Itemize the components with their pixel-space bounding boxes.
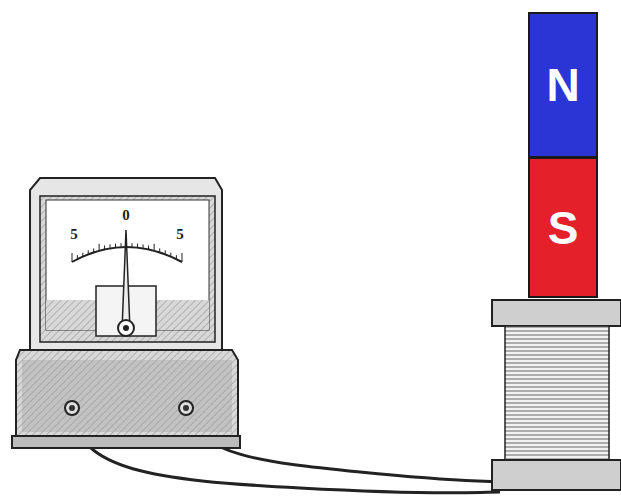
scale-tick	[82, 253, 83, 257]
magnet-pole: S	[528, 157, 598, 298]
scale-tick	[88, 250, 89, 254]
scale-tick	[115, 244, 116, 248]
scale-tick	[132, 243, 133, 247]
scale-tick	[99, 244, 100, 251]
scale-tick	[72, 253, 73, 262]
scale-number: 0	[121, 207, 131, 224]
galvanometer	[12, 178, 240, 448]
scale-tick	[110, 244, 111, 248]
scale-tick	[143, 244, 144, 248]
scale-number: 5	[175, 226, 185, 243]
pole-letter: N	[546, 58, 579, 112]
coil	[492, 300, 621, 490]
scale-tick	[170, 253, 171, 257]
scale-tick	[148, 245, 149, 249]
magnet-pole: N	[528, 12, 598, 158]
scale-tick	[159, 248, 160, 252]
scale-tick	[77, 255, 78, 259]
pole-letter: S	[548, 201, 579, 255]
scale-number: 5	[69, 226, 79, 243]
scale-tick	[154, 244, 155, 251]
scale-tick	[165, 250, 166, 254]
scale-tick	[104, 245, 105, 249]
scale-tick	[121, 243, 122, 247]
scale-tick	[176, 255, 177, 259]
scale-tick	[137, 244, 138, 248]
scale-tick	[93, 248, 94, 252]
scale-tick	[182, 253, 183, 262]
